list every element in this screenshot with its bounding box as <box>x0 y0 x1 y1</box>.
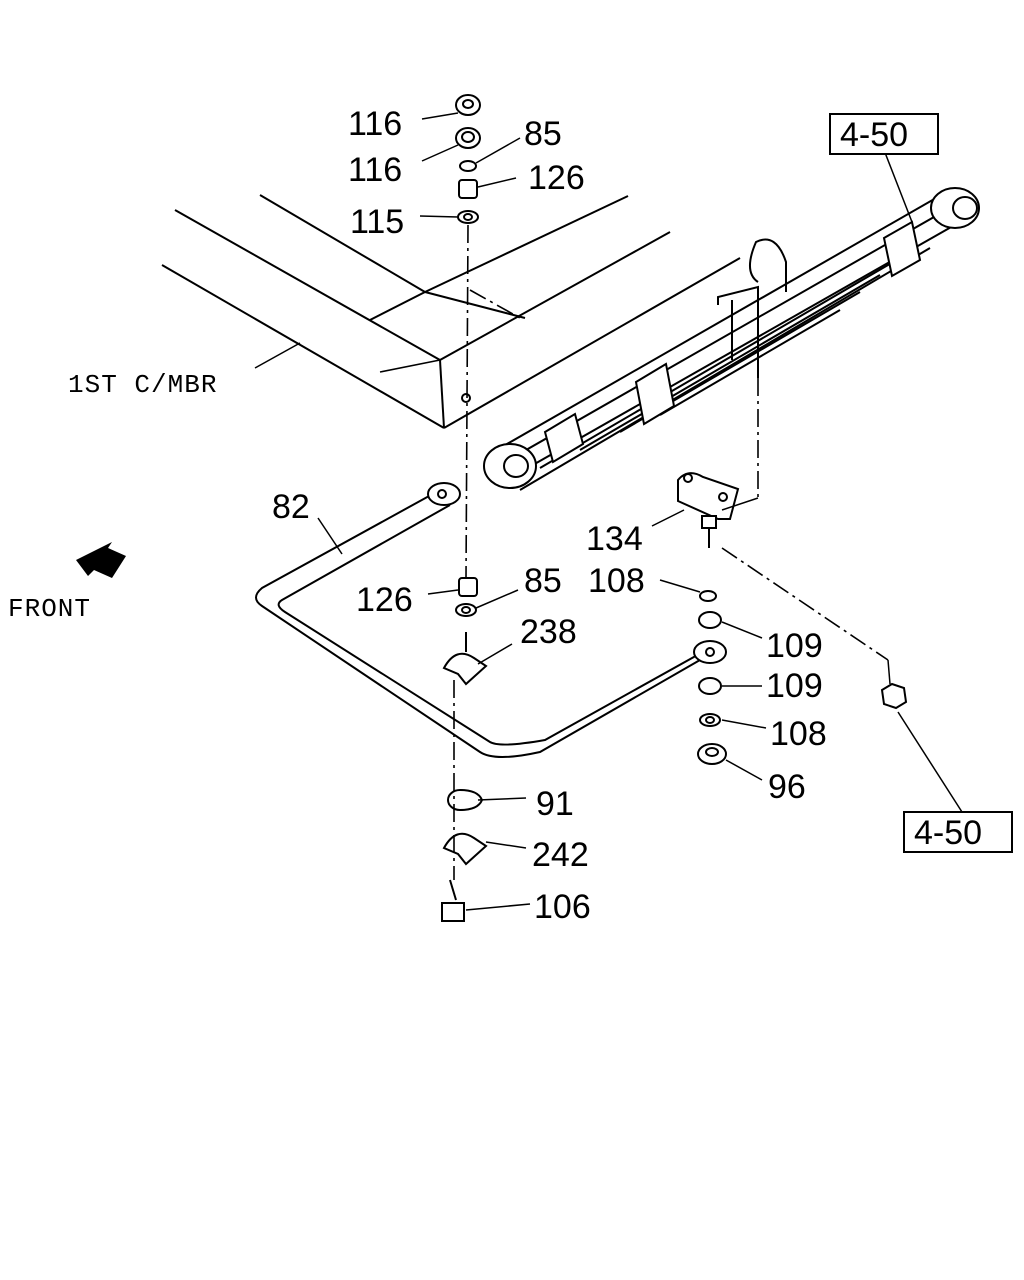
label-front: FRONT <box>8 594 91 624</box>
label-108-top: 108 <box>588 562 645 600</box>
label-85-top: 85 <box>524 115 562 153</box>
label-109-second: 109 <box>766 667 823 705</box>
leaf-spring-drawing <box>483 187 980 491</box>
label-126-bottom: 126 <box>356 581 413 619</box>
hardware-parts <box>441 94 908 922</box>
label-ref-4-50-top: 4-50 <box>840 116 908 154</box>
label-109-top: 109 <box>766 627 823 665</box>
label-238: 238 <box>520 613 577 651</box>
ref-box-top <box>829 113 939 155</box>
label-126-top: 126 <box>528 159 585 197</box>
front-arrow-icon <box>76 542 126 578</box>
label-116-second: 116 <box>348 151 402 189</box>
label-ref-4-50-bottom: 4-50 <box>914 814 982 852</box>
label-115: 115 <box>350 203 404 241</box>
stabilizer-bar-drawing <box>255 482 727 758</box>
label-242: 242 <box>532 836 589 874</box>
callout-labels: 116 116 85 126 115 4-50 1ST C/MBR 82 134… <box>8 105 982 926</box>
ref-box-bottom <box>903 811 1013 853</box>
label-crossmember: 1ST C/MBR <box>68 370 217 400</box>
label-134: 134 <box>586 520 643 558</box>
label-85-bottom: 85 <box>524 562 562 600</box>
leader-lines <box>254 112 963 911</box>
label-116-top: 116 <box>348 105 402 143</box>
label-106: 106 <box>534 888 591 926</box>
label-108-bottom: 108 <box>770 715 827 753</box>
assembly-centerlines <box>453 224 891 880</box>
crossmember-drawing <box>161 194 741 429</box>
label-91: 91 <box>536 785 574 823</box>
bracket-drawing <box>677 472 740 548</box>
label-96: 96 <box>768 768 806 806</box>
label-82: 82 <box>272 488 310 526</box>
